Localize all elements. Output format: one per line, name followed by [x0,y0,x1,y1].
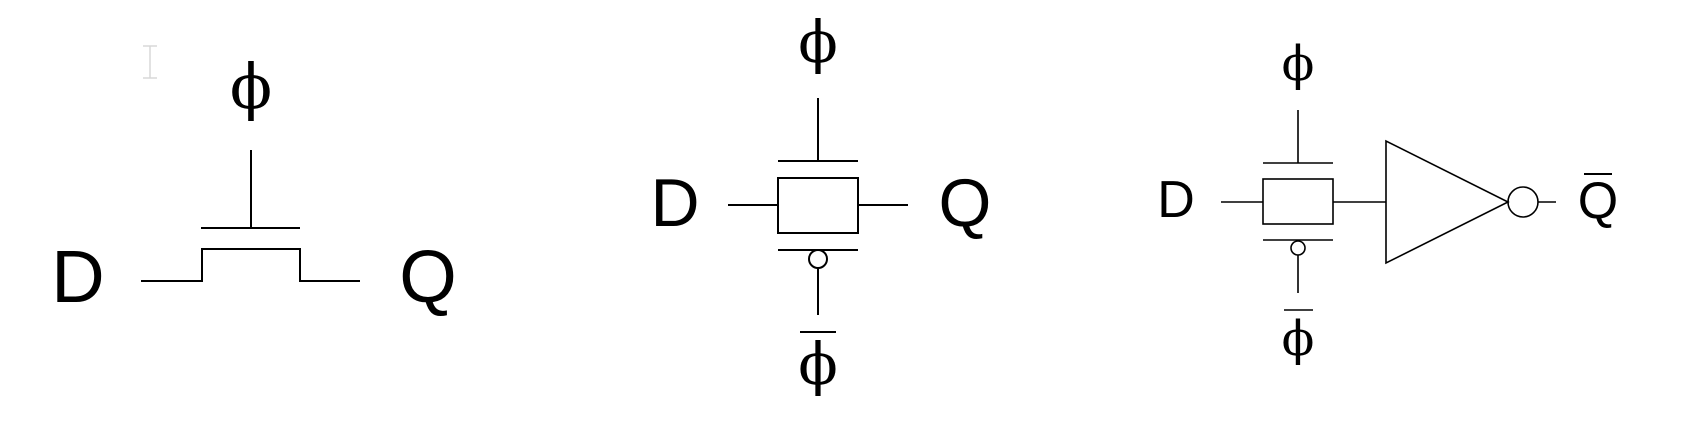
output-q-label: Q [939,165,992,241]
gate-phi-bar-label: ϕ [1282,311,1315,367]
gate-phi-label: ϕ [1282,36,1315,92]
input-d-label: D [1157,171,1195,229]
nmos-pass-transistor: ϕ D Q [51,50,457,318]
gate-phi-bar-label: ϕ [798,330,838,398]
output-q-label: Q [399,235,457,318]
transmission-gate: ϕ ϕ D Q [650,8,991,398]
channel-wire [141,248,360,282]
inverter-output-bubble [1507,186,1539,218]
output-q-bar-label: Q [1578,172,1618,230]
inverter-triangle [1385,139,1510,265]
text-cursor-icon [143,45,157,79]
gate-phi-label: ϕ [798,8,838,76]
transmission-gate-with-inverter: ϕ ϕ D Q [1157,36,1618,367]
gate-phi-label: ϕ [230,50,272,123]
switch-body [1262,178,1334,225]
input-d-label: D [650,165,699,241]
inversion-bubble [808,249,828,269]
input-d-label: D [51,235,104,318]
inversion-bubble [1290,240,1306,256]
switch-body [777,177,859,234]
